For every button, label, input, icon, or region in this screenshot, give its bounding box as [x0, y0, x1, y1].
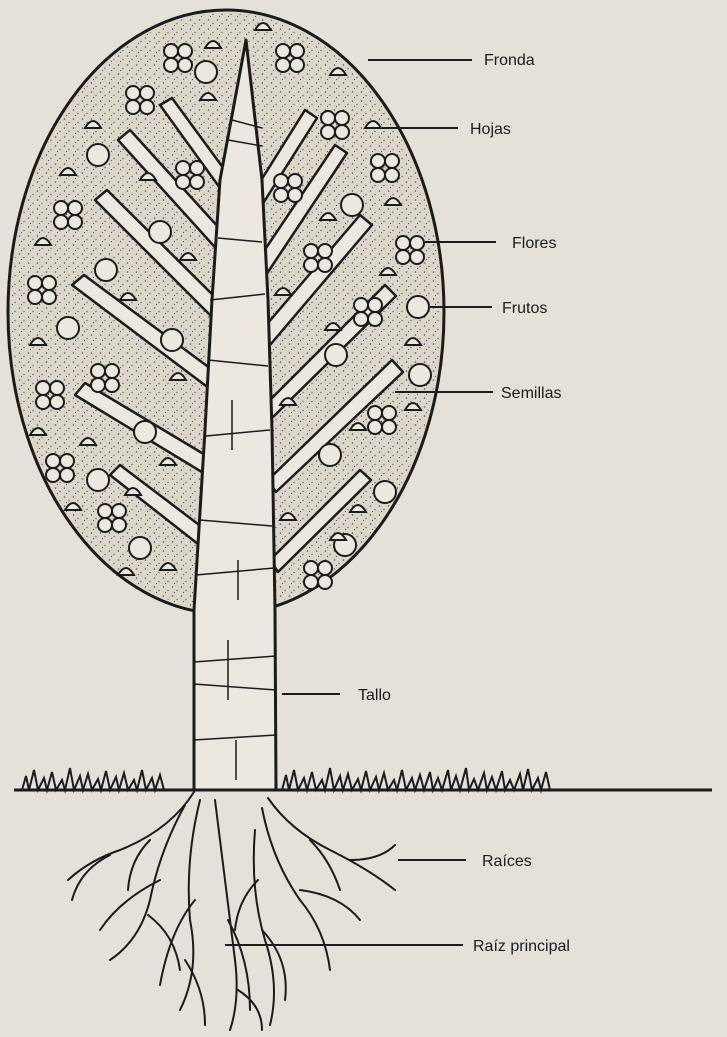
label-raiz-principal: Raíz principal [473, 938, 570, 955]
label-tallo: Tallo [358, 687, 391, 704]
label-frutos: Frutos [502, 300, 547, 317]
label-hojas: Hojas [470, 121, 511, 138]
label-raices: Raíces [482, 853, 532, 870]
ground [14, 768, 712, 790]
label-semillas: Semillas [501, 385, 561, 402]
label-flores: Flores [512, 235, 556, 252]
roots [68, 792, 395, 1030]
label-fronda: Fronda [484, 52, 535, 69]
